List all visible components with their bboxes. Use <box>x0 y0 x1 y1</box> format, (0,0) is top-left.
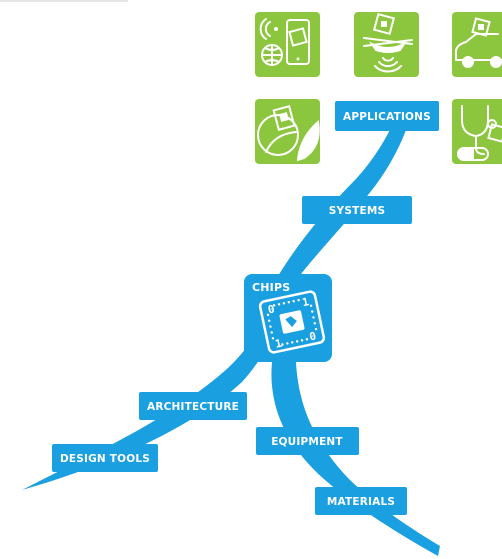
application-tile-3[interactable] <box>452 12 502 77</box>
chip-digit-bottom-left: 1 <box>274 337 284 351</box>
ribbon-chips-to-materials <box>271 362 440 556</box>
node-architecture-label: ARCHITECTURE <box>147 401 239 413</box>
drone-chip-icon <box>363 12 413 73</box>
node-materials[interactable]: MATERIALS <box>315 487 407 515</box>
chip-digit-top-right: 1 <box>301 295 311 309</box>
top-divider <box>0 0 128 2</box>
node-architecture[interactable]: ARCHITECTURE <box>139 392 247 420</box>
node-design-tools[interactable]: DESIGN TOOLS <box>52 444 158 472</box>
application-tile-2[interactable] <box>354 12 419 77</box>
node-chips-label: CHIPS <box>252 281 290 294</box>
chip-digit-bottom-right: 0 <box>308 329 317 343</box>
node-equipment-label: EQUIPMENT <box>271 436 343 448</box>
car-chip-icon <box>455 17 502 68</box>
node-chips[interactable]: CHIPS 0 1 1 0 <box>244 274 332 362</box>
chip-icon: 0 1 1 0 <box>258 290 326 354</box>
node-systems-label: SYSTEMS <box>329 205 385 217</box>
node-design-tools-label: DESIGN TOOLS <box>60 453 150 465</box>
application-tile-1[interactable] <box>255 12 320 77</box>
application-tile-5[interactable] <box>452 99 502 164</box>
stethoscope-pill-icon <box>457 105 502 161</box>
application-tile-4[interactable] <box>255 99 320 164</box>
node-equipment[interactable]: EQUIPMENT <box>256 427 359 455</box>
chip-digit-top-left: 0 <box>267 302 276 316</box>
node-applications[interactable]: APPLICATIONS <box>335 101 439 131</box>
leaf-chip-icon <box>257 105 320 162</box>
node-applications-label: APPLICATIONS <box>343 111 431 123</box>
smartphone-globe-icon <box>259 18 310 66</box>
node-systems[interactable]: SYSTEMS <box>302 196 412 224</box>
node-materials-label: MATERIALS <box>327 496 395 508</box>
